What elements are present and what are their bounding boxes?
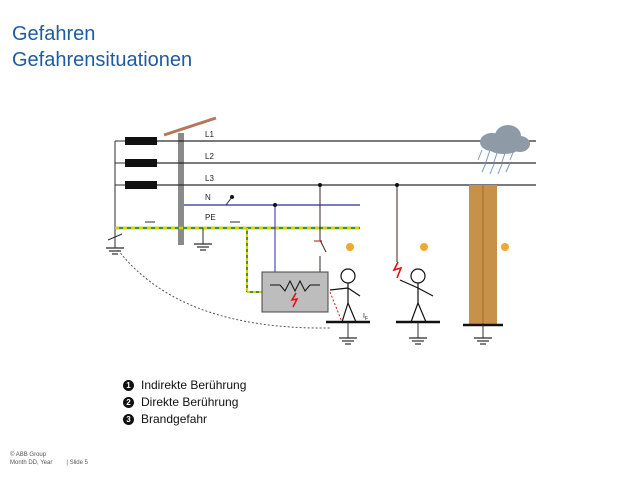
footer-company: © ABB Group: [10, 452, 47, 458]
marker-1-icon: [346, 243, 354, 251]
direct-contact-spark-icon: [392, 261, 403, 279]
mast-crossarm: [163, 116, 217, 137]
legend: 1 Indirekte Berührung 2 Direkte Berührun…: [123, 377, 246, 428]
legend-item: 1 Indirekte Berührung: [123, 377, 246, 394]
footer-slide-number: | Slide 5: [66, 460, 88, 466]
footer-meta: Month DD, Year | Slide 5: [10, 459, 88, 467]
label-pe: PE: [205, 213, 216, 222]
transformer-winding-l2: [125, 159, 157, 167]
label-l2: L2: [205, 152, 214, 161]
legend-number-badge: 2: [123, 397, 134, 408]
legend-text: Brandgefahr: [141, 412, 208, 426]
transformer-winding-l3: [125, 181, 157, 189]
transformer-winding-l1: [125, 137, 157, 145]
page-title: Gefahren: [12, 23, 96, 45]
current-label: IF: [363, 313, 368, 322]
legend-text: Indirekte Berührung: [141, 378, 247, 392]
footer-date: Month DD, Year: [10, 460, 53, 466]
legend-item: 2 Direkte Berührung: [123, 394, 246, 411]
person-indirect-contact: [329, 268, 361, 323]
label-l3: L3: [205, 174, 214, 183]
page-subtitle: Gefahrensituationen: [12, 49, 193, 71]
heater-resistor: [279, 279, 311, 293]
label-l1: L1: [205, 130, 214, 139]
legend-number-badge: 3: [123, 414, 134, 425]
legend-item: 3 Brandgefahr: [123, 411, 246, 428]
marker-2-icon: [420, 243, 428, 251]
legend-text: Direkte Berührung: [141, 395, 239, 409]
label-n: N: [205, 193, 211, 202]
person-direct-contact: [399, 268, 434, 323]
marker-3-icon: [501, 243, 509, 251]
earth-return-path: [117, 249, 331, 329]
legend-number-badge: 1: [123, 380, 134, 391]
fault-current-path: [329, 291, 343, 323]
utility-mast: [178, 133, 184, 245]
fire-hazard-icon: [290, 292, 299, 308]
storm-cloud-icon: [477, 125, 530, 175]
